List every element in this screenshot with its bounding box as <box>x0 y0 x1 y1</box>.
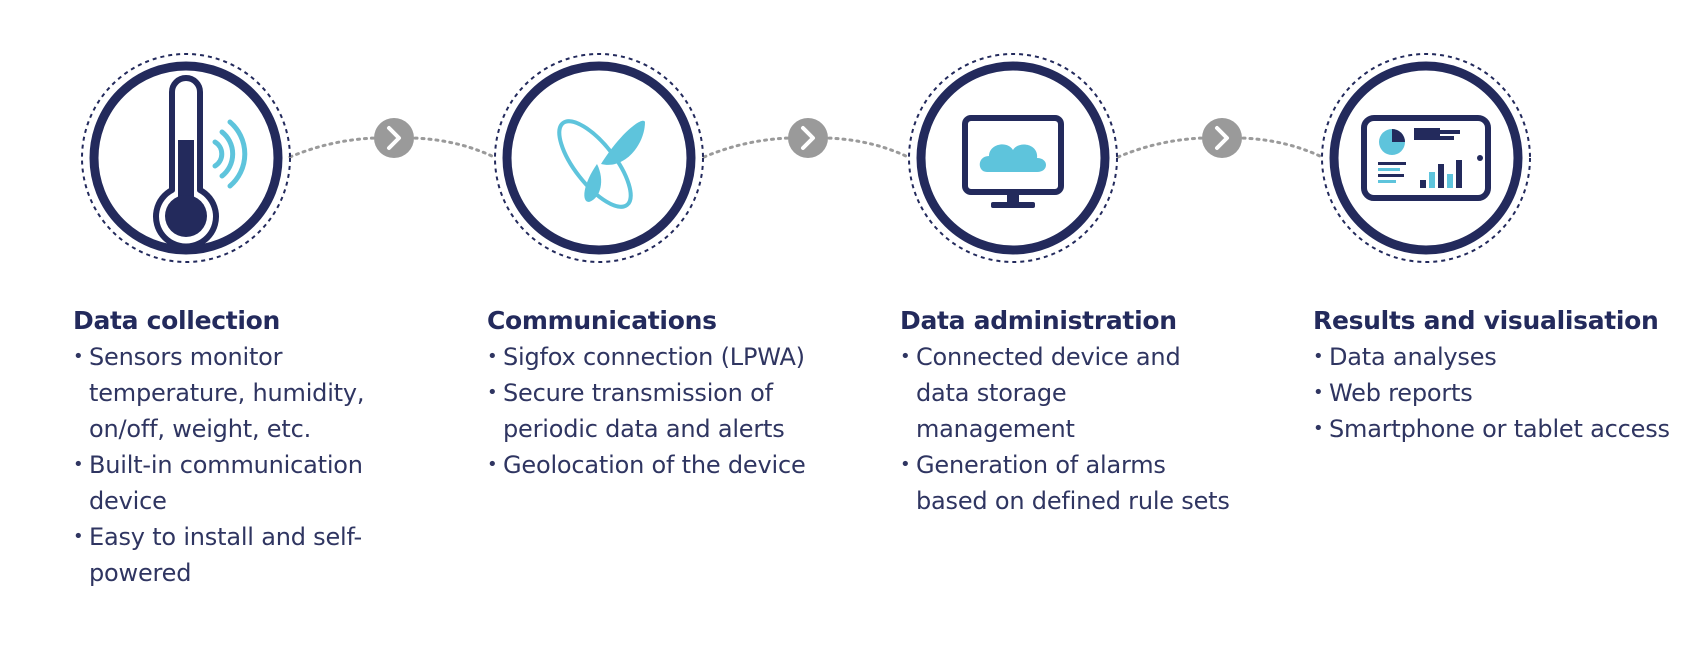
connector-1 <box>288 118 496 159</box>
list-item: Generation of alarms based on defined ru… <box>900 447 1230 519</box>
list-item: Connected device and data storage manage… <box>900 339 1230 447</box>
chevron-right-icon <box>374 118 414 158</box>
step-data-collection: Data collection Sensors monitor temperat… <box>73 303 403 591</box>
step-2-icon-badge <box>493 52 705 264</box>
list-item: Easy to install and self-powered <box>73 519 403 591</box>
step-data-administration: Data administration Connected device and… <box>900 303 1230 519</box>
step-3-icon-badge <box>907 52 1119 264</box>
step-bullet-list: Data analyses Web reports Smartphone or … <box>1313 339 1683 447</box>
sigfox-logo-icon <box>494 53 704 263</box>
step-communications: Communications Sigfox connection (LPWA) … <box>487 303 832 483</box>
step-title: Data collection <box>73 306 281 335</box>
list-item: Sigfox connection (LPWA) <box>487 339 832 375</box>
connector-3 <box>1116 118 1324 159</box>
tablet-dashboard-icon <box>1321 53 1531 263</box>
chevron-right-icon <box>788 118 828 158</box>
step-bullet-list: Sensors monitor temperature, humidity, o… <box>73 339 403 591</box>
step-bullet-list: Sigfox connection (LPWA) Secure transmis… <box>487 339 832 483</box>
connector-2 <box>702 118 910 159</box>
step-4-icon-badge <box>1320 52 1532 264</box>
list-item: Geolocation of the device <box>487 447 832 483</box>
step-title: Communications <box>487 306 717 335</box>
step-1-icon-badge <box>80 52 292 264</box>
thermometer-sensor-icon <box>81 53 291 263</box>
cloud-monitor-icon <box>908 53 1118 263</box>
list-item: Sensors monitor temperature, humidity, o… <box>73 339 403 447</box>
step-title: Results and visualisation <box>1313 306 1659 335</box>
list-item: Web reports <box>1313 375 1683 411</box>
step-title: Data administration <box>900 306 1177 335</box>
step-results-and-visualisation: Results and visualisation Data analyses … <box>1313 303 1683 447</box>
chevron-right-icon <box>1202 118 1242 158</box>
list-item: Smartphone or tablet access <box>1313 411 1683 447</box>
list-item: Secure transmission of periodic data and… <box>487 375 832 447</box>
step-bullet-list: Connected device and data storage manage… <box>900 339 1230 519</box>
list-item: Built-in communication device <box>73 447 403 519</box>
list-item: Data analyses <box>1313 339 1683 375</box>
